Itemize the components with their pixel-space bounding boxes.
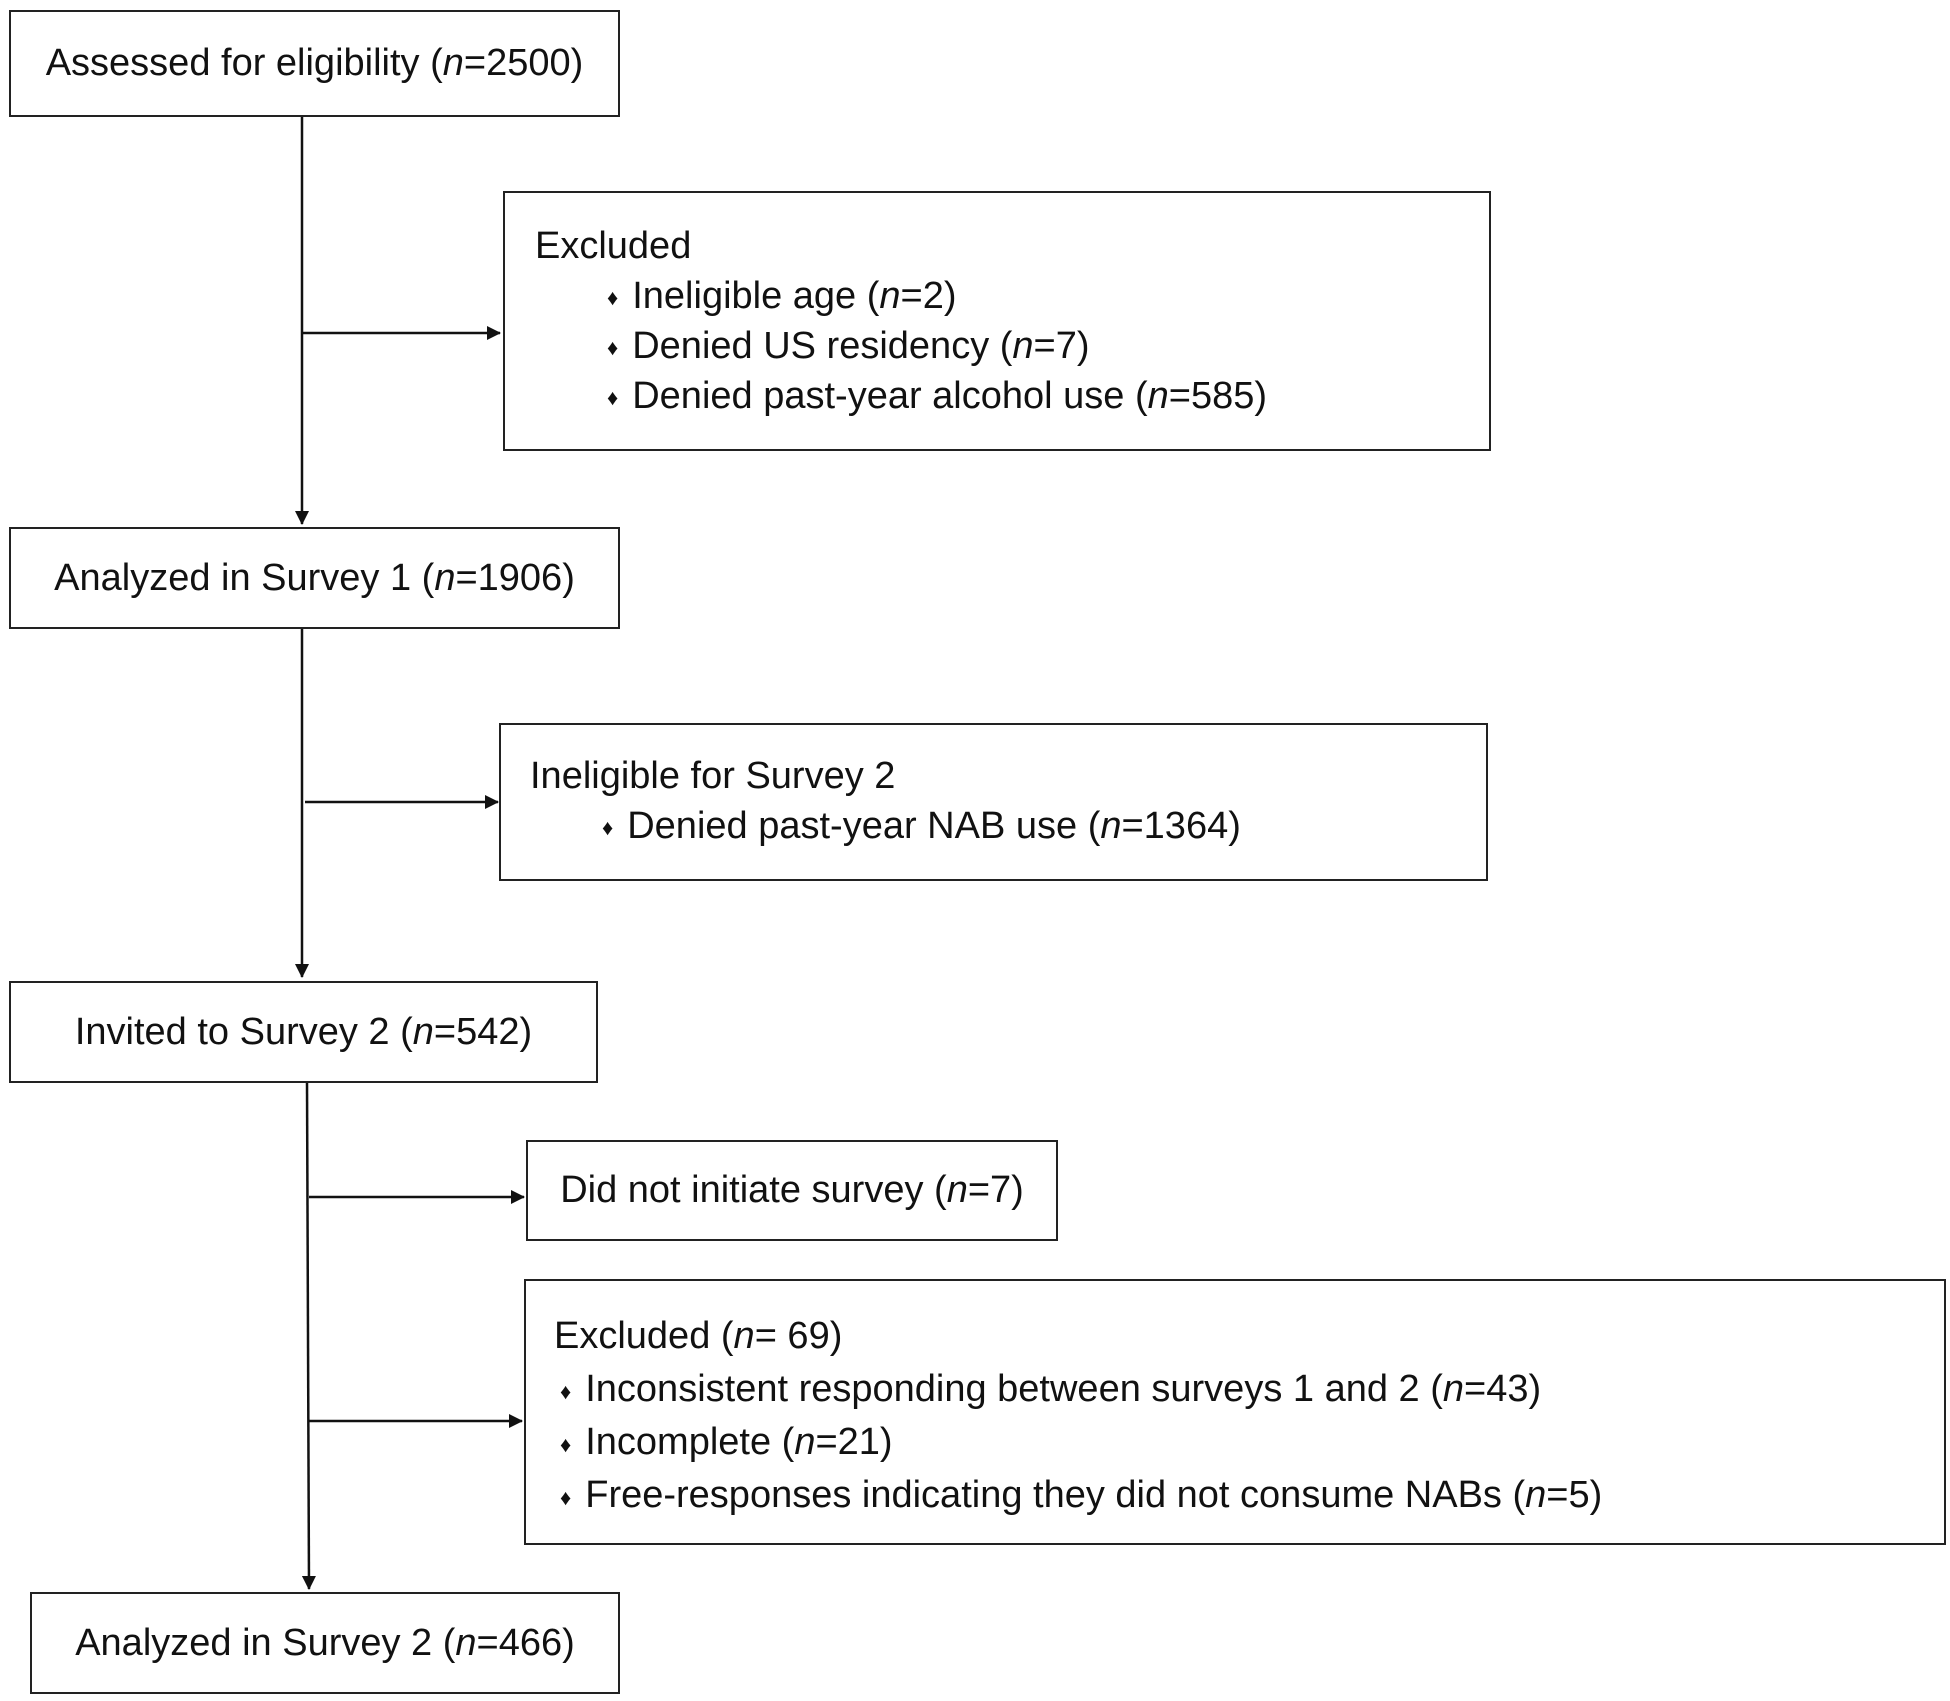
ineligible-survey2-box: Ineligible for Survey 2 ♦Denied past-yea… [499,723,1488,881]
assessed-eligibility-box: Assessed for eligibility (n=2500) [9,10,620,117]
invited2-count: =542) [433,1010,533,1053]
did-not-initiate-box: Did not initiate survey (n=7) [526,1140,1058,1241]
bullet-diamond: ♦ [607,335,619,360]
not-initiated-count: =7) [967,1169,1024,1211]
bullet-diamond: ♦ [602,815,614,840]
bullet-diamond: ♦ [607,385,619,410]
excluded-item: ♦Denied past-year alcohol use (n=585) [535,371,1489,421]
excluded2-box: Excluded (n= 69) ♦Inconsistent respondin… [524,1279,1946,1545]
excluded-item: ♦Denied US residency (n=7) [535,321,1489,371]
assessed-count: =2500) [463,42,584,84]
analyzed2-count: =466) [476,1621,575,1664]
arrow-invited2-to-analyzed2 [301,1081,316,1590]
excluded2-item: ♦Incomplete (n=21) [554,1416,1944,1469]
analyzed-survey1-box: Analyzed in Survey 1 (n=1906) [9,527,620,629]
excluded2-item: ♦Inconsistent responding between surveys… [554,1363,1944,1416]
bullet-diamond: ♦ [560,1432,572,1457]
not-initiated-label: Did not initiate survey ( [560,1169,947,1211]
bullet-diamond: ♦ [607,285,619,310]
invited2-label: Invited to Survey 2 ( [74,1010,413,1053]
bullet-diamond: ♦ [560,1485,572,1510]
analyzed1-label: Analyzed in Survey 1 ( [54,556,435,599]
excluded2-item: ♦Free-responses indicating they did not … [554,1469,1944,1522]
ineligible-item: ♦Denied past-year NAB use (n=1364) [530,801,1486,851]
ineligible-title: Ineligible for Survey 2 [530,755,896,797]
excluded2-title: Excluded (n= 69) [554,1315,843,1357]
analyzed-survey2-box: Analyzed in Survey 2 (n=466) [30,1592,620,1694]
analyzed2-label: Analyzed in Survey 2 ( [75,1621,456,1664]
excluded-box: Excluded ♦Ineligible age (n=2) ♦Denied U… [503,191,1491,451]
bullet-diamond: ♦ [560,1379,572,1404]
invited-survey2-box: Invited to Survey 2 (n=542) [9,981,598,1083]
excluded-title: Excluded [535,225,692,267]
analyzed1-count: =1906) [455,556,575,599]
assessed-n-symbol: n [442,42,464,84]
assessed-label: Assessed for eligibility ( [45,42,443,84]
excluded-item: ♦Ineligible age (n=2) [535,271,1489,321]
